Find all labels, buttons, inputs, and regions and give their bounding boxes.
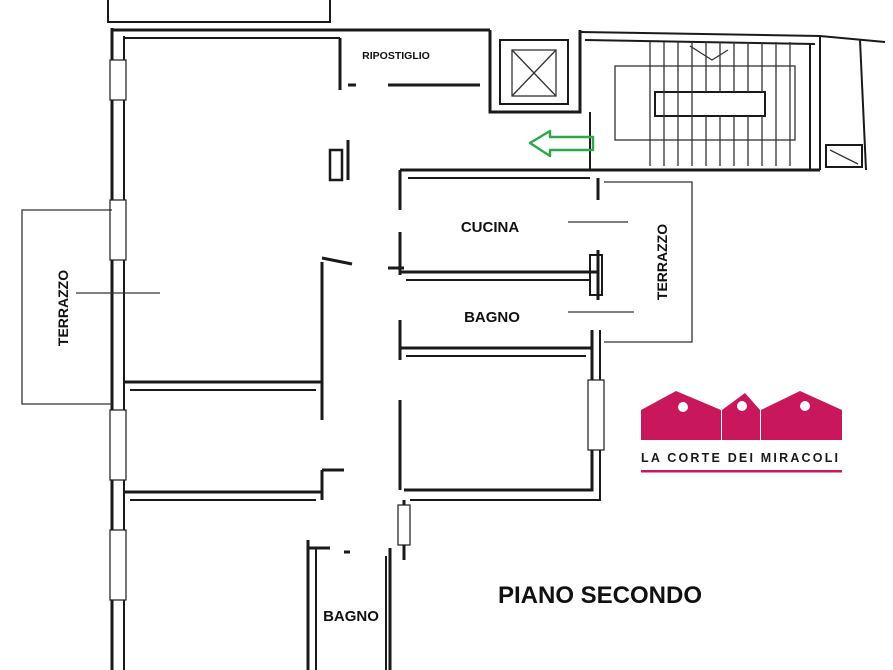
- floor-title: PIANO SECONDO: [498, 582, 702, 609]
- room-label-terrace-right: TERRAZZO: [654, 224, 670, 300]
- terraces: [21, 181, 693, 405]
- staircase: [614, 42, 796, 166]
- walls: [107, 0, 886, 670]
- room-label-bathroom-2: BAGNO: [323, 608, 379, 625]
- room-label-bathroom-1: BAGNO: [464, 309, 520, 326]
- three-houses-logo-icon: [641, 391, 842, 440]
- logo-text: LA CORTE DEI MIRACOLI: [641, 451, 840, 465]
- room-label-kitchen: CUCINA: [461, 219, 519, 236]
- room-label-storage: RIPOSTIGLIO: [362, 50, 430, 62]
- room-label-terrace-left: TERRAZZO: [55, 270, 71, 346]
- entrance-arrow-icon: [528, 129, 595, 158]
- logo-underline: [641, 470, 842, 473]
